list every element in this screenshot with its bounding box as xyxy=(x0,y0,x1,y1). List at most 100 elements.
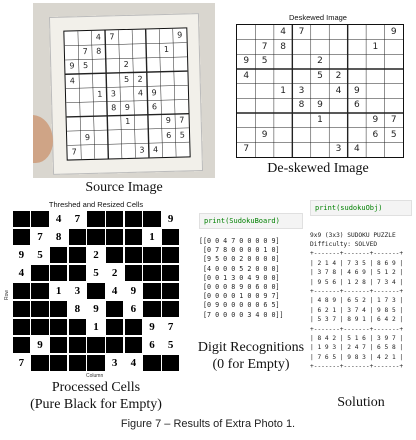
sudoku-digit: 8 xyxy=(96,46,102,56)
processed-empty-cell xyxy=(68,264,87,282)
sudoku-digit: 3 xyxy=(139,145,145,155)
processed-digit-cell: 5 xyxy=(37,248,43,261)
digits-output-line: [0 0 0 8 9 0 6 0 0] xyxy=(199,283,280,292)
processed-empty-cell xyxy=(161,282,180,300)
sudoku-digit: 9 xyxy=(84,132,91,142)
row-axis-label: Row xyxy=(4,289,11,301)
sudoku-digit: 3 xyxy=(298,85,305,96)
grid-line xyxy=(66,99,189,103)
processed-empty-cell xyxy=(105,300,124,318)
sudoku-digit: 1 xyxy=(125,117,131,127)
processed-empty-cell xyxy=(31,210,49,228)
digits-output-line: [0 7 8 0 0 0 0 1 0] xyxy=(199,246,280,255)
processed-empty-cell xyxy=(31,318,49,336)
digits-output-line: [0 0 0 0 1 0 0 9 7] xyxy=(199,292,280,301)
sudoku-digit: 7 xyxy=(179,115,185,125)
processed-empty-cell xyxy=(12,228,31,246)
processed-digit-cell: 9 xyxy=(93,302,99,315)
processed-empty-cell xyxy=(68,354,87,372)
processed-digit-cell: 5 xyxy=(93,266,99,279)
sudoku-digit: 5 xyxy=(261,56,268,67)
sudoku-digit: 2 xyxy=(335,71,342,81)
sudoku-digit: 7 xyxy=(243,144,250,155)
processed-empty-cell xyxy=(124,264,143,282)
sudoku-digit: 4 xyxy=(335,85,342,96)
processed-empty-cell xyxy=(143,246,161,264)
sudoku-digit: 7 xyxy=(390,115,397,125)
solution-output-line: | 3 7 8 | 4 6 9 | 5 1 2 | xyxy=(310,269,404,277)
solution-output-line: | 5 3 7 | 8 9 1 | 6 4 2 | xyxy=(310,316,404,324)
processed-digit-cell: 7 xyxy=(37,230,43,243)
processed-digit-cell: 9 xyxy=(130,284,137,297)
figure-caption: Figure 7 – Results of Extra Photo 1. xyxy=(120,418,296,430)
sudoku-digit: 1 xyxy=(317,115,323,125)
grid-line xyxy=(65,70,188,75)
processed-empty-cell xyxy=(49,300,68,318)
solution-caption: Solution xyxy=(337,395,385,410)
processed-empty-cell xyxy=(12,210,31,228)
grid-line xyxy=(172,28,177,157)
processed-empty-cell xyxy=(124,318,143,336)
sudoku-digit: 5 xyxy=(82,61,89,71)
solution-output-line: +-------+-------+-------+ xyxy=(310,250,404,258)
grid-line xyxy=(65,85,188,89)
sudoku-digit: 6 xyxy=(354,100,360,111)
processed-empty-cell xyxy=(31,282,49,300)
hand-thumb xyxy=(33,115,53,163)
sudoku-digit: 4 xyxy=(69,75,76,86)
processed-digit-cell: 7 xyxy=(74,212,81,225)
sudoku-digit: 2 xyxy=(317,56,323,67)
sudoku-digit: 6 xyxy=(372,129,379,140)
processed-empty-cell xyxy=(105,246,124,264)
processed-empty-cell xyxy=(87,228,105,246)
sudoku-digit: 9 xyxy=(372,115,379,125)
solution-output-line: | 4 8 9 | 6 5 2 | 1 7 3 | xyxy=(310,297,404,305)
processed-digit-cell: 8 xyxy=(74,302,81,315)
sudoku-digit: 9 xyxy=(124,103,131,113)
processed-empty-cell xyxy=(49,354,68,372)
processed-empty-cell xyxy=(161,246,180,264)
processed-empty-cell xyxy=(49,246,68,264)
processed-empty-cell xyxy=(31,300,49,318)
processed-digit-cell: 6 xyxy=(130,302,137,315)
sudoku-digit: 9 xyxy=(69,61,75,71)
sudoku-digit: 6 xyxy=(166,130,172,140)
processed-empty-cell xyxy=(143,264,161,282)
sudoku-digit: 9 xyxy=(243,56,250,67)
source-caption: Source Image xyxy=(85,180,163,195)
processed-digit-cell: 4 xyxy=(130,356,137,369)
processed-title: Threshed and Resized Cells xyxy=(48,200,144,209)
processed-empty-cell xyxy=(143,210,161,228)
digits-caption-2: (0 for Empty) xyxy=(212,357,290,372)
sudoku-digit: 7 xyxy=(261,41,268,52)
processed-empty-cell xyxy=(68,246,87,264)
sudoku-digit: 8 xyxy=(298,100,305,111)
processed-digit-cell: 1 xyxy=(93,320,99,333)
processed-empty-cell xyxy=(161,264,180,282)
processed-empty-cell xyxy=(49,318,68,336)
processed-digit-cell: 4 xyxy=(111,284,118,297)
processed-empty-cell xyxy=(143,282,161,300)
processed-empty-cell xyxy=(49,336,68,354)
sudoku-digit: 8 xyxy=(111,103,117,113)
deskewed-title: Deskewed Image xyxy=(289,13,347,22)
grid-line xyxy=(66,127,189,132)
sudoku-digit: 5 xyxy=(390,129,397,140)
solution-output-line: | 7 6 5 | 9 8 3 | 4 2 1 | xyxy=(310,353,404,361)
processed-digit-cell: 9 xyxy=(149,320,155,333)
processed-empty-cell xyxy=(124,336,143,354)
grid-line xyxy=(144,29,150,158)
processed-empty-cell xyxy=(105,210,124,228)
processed-empty-cell xyxy=(105,228,124,246)
processed-empty-cell xyxy=(87,282,105,300)
grid-line xyxy=(131,29,136,158)
sudoku-digit: 5 xyxy=(123,74,130,84)
processed-empty-cell xyxy=(49,264,68,282)
column-axis-label: Column xyxy=(86,373,104,379)
sudoku-digit: 4 xyxy=(152,144,159,155)
processed-digit-cell: 4 xyxy=(55,212,62,225)
